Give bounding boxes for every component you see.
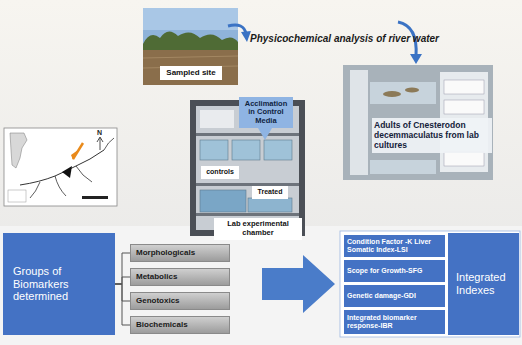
north-label: N (97, 129, 102, 137)
index-box: Condition Factor -K Liver Somatic Index-… (344, 235, 445, 257)
biomarker-box: Genotoxics (130, 292, 230, 310)
bottom-band (0, 226, 522, 345)
node-text: Genetic damage-GDI (347, 292, 442, 300)
node-text: Lab experimental chamber (216, 220, 300, 237)
biomarker-box: Biochemicals (130, 316, 230, 334)
arrow-head (410, 54, 422, 64)
photo-label: Sampled site (160, 66, 222, 80)
callout-box: Acclimation in Control Media (239, 97, 293, 128)
organism-label: Adults of Cnesterodon decemmaculatus fro… (372, 118, 492, 153)
bracket-connector (115, 284, 130, 325)
node-text: Scope for Growth-SFG (347, 267, 442, 275)
analysis-label: Physicochemical analysis of river water (250, 33, 439, 45)
group-box: Groups of Biomarkers determined (3, 233, 115, 335)
photo-label: Treated (252, 186, 288, 199)
photo-label: controls (201, 166, 239, 179)
node-text: Acclimation in Control Media (241, 100, 291, 126)
node-text: controls (202, 168, 238, 176)
biomarker-box: Morphologicals (130, 244, 230, 262)
node-text: Integrated biomarker response-IBR (347, 314, 442, 330)
biomarker-box: Metabolics (130, 268, 230, 286)
node-text: Morphologicals (136, 248, 224, 257)
callout-tail (258, 128, 272, 140)
bracket-connector (115, 277, 130, 284)
arrow-head (241, 31, 251, 42)
index-box: Genetic damage-GDI (344, 285, 445, 307)
node-text: Integrated Indexes (456, 271, 511, 296)
index-box: Integrated biomarker response-IBR (344, 310, 445, 334)
fish-lab-photo (343, 65, 493, 180)
index-box: Scope for Growth-SFG (344, 260, 445, 282)
block-arrow (262, 255, 335, 313)
node-text: Treated (253, 188, 287, 196)
node-text: Biochemicals (136, 320, 224, 329)
node-text: Genotoxics (136, 296, 224, 305)
node-text: Groups of Biomarkers determined (13, 265, 105, 303)
node-text: Condition Factor -K Liver Somatic Index-… (347, 238, 442, 254)
index-frame (340, 231, 520, 337)
river-photo (143, 8, 238, 85)
node-text: Metabolics (136, 272, 224, 281)
map (4, 128, 117, 206)
node-text: Sampled site (162, 68, 220, 77)
photo-label: Lab experimental chamber (214, 218, 302, 240)
bracket-connector (115, 253, 130, 284)
result-box: Integrated Indexes (448, 233, 519, 335)
